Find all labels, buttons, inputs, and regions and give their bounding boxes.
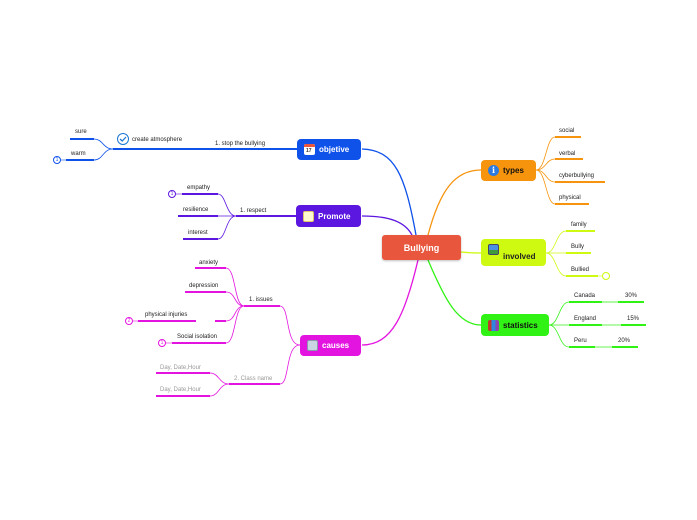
types-leaf-cyberbullying[interactable]: cyberbullying bbox=[559, 173, 595, 179]
statistics-country[interactable]: England bbox=[574, 316, 597, 322]
causes-leaf-physical-injuries[interactable]: physical injuries bbox=[145, 312, 188, 318]
connector-promote bbox=[361, 215, 413, 236]
topic-promote-label: Promote bbox=[318, 211, 351, 221]
statistics-value[interactable]: 20% bbox=[618, 338, 631, 344]
folder-icon bbox=[307, 340, 318, 351]
central-topic-bullying[interactable]: Bullying bbox=[382, 235, 461, 260]
picture-icon bbox=[488, 244, 499, 255]
promote-leaf-resilience[interactable]: resilience bbox=[183, 207, 209, 213]
statistics-country[interactable]: Canada bbox=[574, 293, 596, 299]
causes-leaf-anxiety[interactable]: anxiety bbox=[199, 260, 219, 266]
types-leaf-social[interactable]: social bbox=[559, 128, 575, 134]
topic-involved-label: involved bbox=[503, 252, 536, 261]
promote-leaf-interest[interactable]: interest bbox=[188, 230, 208, 236]
collapse-count-badge[interactable]: 2 bbox=[125, 317, 133, 325]
promote-leaf-empathy[interactable]: empathy bbox=[187, 185, 211, 191]
objective-subtopic[interactable]: 1. stop the bullying bbox=[215, 141, 266, 147]
connector-statistics bbox=[427, 259, 482, 326]
involved-leaf-family[interactable]: family bbox=[571, 222, 587, 228]
connector-objective bbox=[361, 148, 417, 236]
involved-leaf-bully[interactable]: Bully bbox=[571, 244, 585, 250]
connector-involved bbox=[460, 251, 482, 254]
objective-task[interactable]: create atmosphere bbox=[132, 137, 183, 143]
causes-issues-label[interactable]: 1. issues bbox=[249, 297, 273, 303]
statistics-value[interactable]: 15% bbox=[627, 316, 640, 322]
topic-promote[interactable]: Promote bbox=[296, 205, 361, 227]
types-leaf-physical[interactable]: physical bbox=[559, 195, 581, 201]
connector-causes bbox=[361, 259, 419, 346]
involved-leaf-bullied[interactable]: Bullied bbox=[571, 267, 590, 273]
causes-leaf-day-date-hour[interactable]: Day, Date,Hour bbox=[160, 387, 201, 393]
info-icon: i bbox=[488, 165, 499, 176]
statistics-value[interactable]: 30% bbox=[625, 293, 638, 299]
collapse-badge[interactable] bbox=[602, 272, 610, 280]
books-icon bbox=[488, 319, 499, 331]
objective-leaf-sure[interactable]: sure bbox=[75, 129, 87, 135]
causes-leaf-depression[interactable]: depression bbox=[189, 283, 219, 289]
check-circle-icon bbox=[117, 133, 129, 145]
topic-types-label: types bbox=[503, 166, 524, 175]
topic-involved[interactable]: involved bbox=[481, 239, 546, 266]
causes-class-name-label[interactable]: 2. Class name bbox=[234, 376, 273, 382]
topic-objetive[interactable]: 17 objetive bbox=[297, 139, 361, 160]
collapse-count-badge[interactable]: 1 bbox=[158, 339, 166, 347]
topic-objetive-label: objetive bbox=[319, 145, 350, 154]
collapse-count-badge[interactable]: 1 bbox=[53, 156, 61, 164]
collapse-count-badge[interactable]: 1 bbox=[168, 190, 176, 198]
statistics-country[interactable]: Peru bbox=[574, 338, 587, 344]
calendar-icon: 17 bbox=[304, 144, 315, 155]
types-leaf-verbal[interactable]: verbal bbox=[559, 151, 576, 157]
connector-types bbox=[427, 169, 482, 236]
objective-leaf-warm[interactable]: warm bbox=[71, 151, 86, 157]
note-icon bbox=[303, 210, 314, 222]
topic-causes-label: causes bbox=[322, 341, 350, 350]
promote-subtopic[interactable]: 1. respect bbox=[240, 208, 267, 214]
topic-types[interactable]: i types bbox=[481, 160, 536, 181]
topic-statistics-label: statistics bbox=[503, 320, 538, 330]
topic-statistics[interactable]: statistics bbox=[481, 314, 549, 336]
topic-causes[interactable]: causes bbox=[300, 335, 361, 356]
causes-leaf-day-date-hour[interactable]: Day, Date,Hour bbox=[160, 365, 201, 371]
causes-leaf-social-isolation[interactable]: Social isolation bbox=[177, 334, 218, 340]
